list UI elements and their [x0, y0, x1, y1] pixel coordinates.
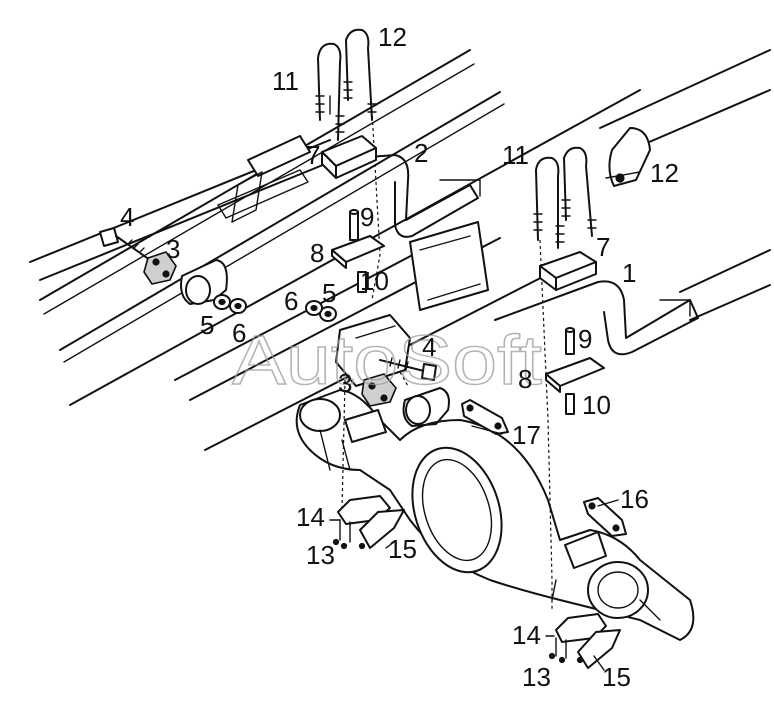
washer-5-center — [319, 306, 337, 322]
bolt-4-left — [99, 227, 151, 261]
spring-bracket-2 — [329, 154, 481, 238]
clamp-3-center — [361, 373, 397, 407]
brackets-13-15-right — [548, 613, 621, 669]
pin-9-right — [565, 327, 575, 355]
callout-9-left: 9 — [360, 202, 374, 232]
shock-bracket-12 — [608, 127, 651, 187]
leaf-spring-left — [29, 135, 341, 281]
bolt-4-center — [379, 357, 437, 381]
u-bolt-left-12 — [343, 28, 377, 121]
mount-plate — [409, 221, 489, 311]
clamp-3-left — [143, 251, 177, 285]
callout-16: 16 — [620, 484, 649, 514]
center-bracket — [335, 314, 411, 387]
callout-6-left: 6 — [232, 318, 246, 348]
u-bolt-left-11 — [315, 42, 345, 141]
callout-17: 17 — [512, 420, 541, 450]
callout-10-right: 10 — [582, 390, 611, 420]
callout-10-left: 10 — [360, 266, 389, 296]
callout-3-center: 3 — [338, 368, 352, 398]
watermark: AutoSoft — [232, 321, 542, 399]
callout-11-top: 11 — [272, 66, 299, 96]
callout-2: 2 — [414, 138, 428, 168]
callout-7-left: 7 — [306, 140, 320, 170]
plate-8-right — [545, 357, 605, 393]
leader-lines — [329, 95, 641, 671]
nut-6-left — [229, 298, 247, 314]
u-bolt-right-12 — [561, 146, 597, 237]
axle-housing — [295, 389, 695, 641]
pin-9-left — [349, 209, 359, 241]
callout-4-left: 4 — [120, 202, 134, 232]
callout-5-center: 5 — [322, 278, 336, 308]
callout-8-left: 8 — [310, 238, 324, 268]
callout-5-left: 5 — [200, 310, 214, 340]
spring-shackle-right — [402, 387, 450, 427]
callout-14-right: 14 — [512, 620, 541, 650]
callout-11-right: 11 — [502, 140, 529, 170]
callout-15-right: 15 — [602, 662, 631, 692]
callout-12-right: 12 — [650, 158, 679, 188]
callout-1: 1 — [622, 258, 636, 288]
callout-15-left: 15 — [388, 534, 417, 564]
callout-13-right: 13 — [522, 662, 551, 692]
spacer-block-7-right — [539, 251, 597, 291]
callout-14-left: 14 — [296, 502, 325, 532]
brackets-13-15-left — [332, 495, 405, 550]
link-16 — [583, 497, 627, 537]
pin-10-right — [565, 393, 575, 415]
pin-10-left — [357, 271, 367, 293]
callout-4-center: 4 — [422, 332, 436, 362]
spring-eye-left — [180, 259, 228, 305]
callout-6-center: 6 — [284, 286, 298, 316]
callout-3-left: 3 — [166, 234, 180, 264]
u-bolt-right-11 — [533, 156, 565, 249]
callout-9-right: 9 — [578, 324, 592, 354]
washer-5-left — [213, 294, 231, 310]
nut-6-center — [305, 300, 323, 316]
callout-12-top: 12 — [378, 22, 407, 52]
callout-labels: 12 11 7 2 11 12 4 9 3 7 8 1 10 5 6 5 6 9… — [120, 22, 679, 692]
callout-7-right: 7 — [596, 232, 610, 262]
link-17 — [461, 399, 509, 435]
callout-13-left: 13 — [306, 540, 335, 570]
spring-bracket-1 — [494, 280, 699, 356]
spacer-block-7-left — [321, 135, 377, 179]
callout-8-right: 8 — [518, 364, 532, 394]
